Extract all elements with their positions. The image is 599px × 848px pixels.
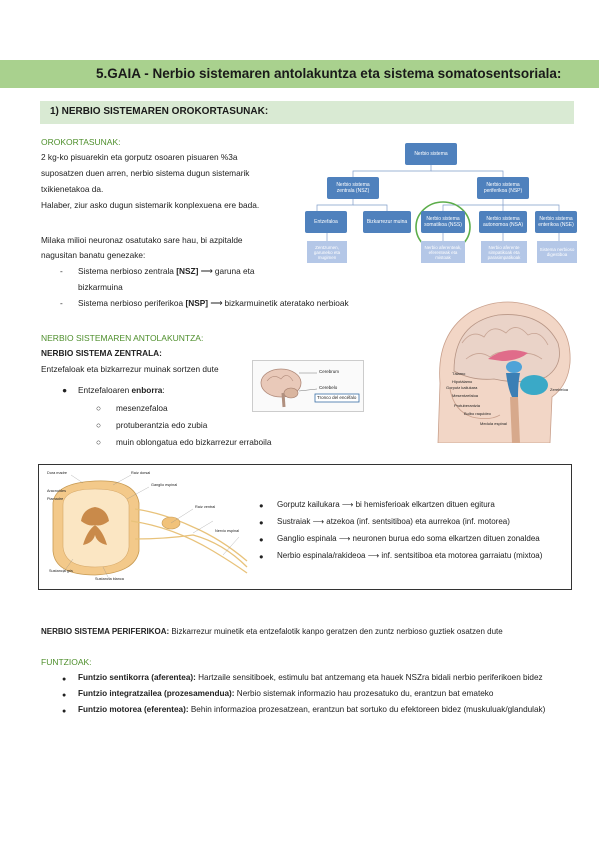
circle-bullet-2: ○ — [96, 420, 102, 430]
orokortasunak-heading: OROKORTASUNAK: — [41, 137, 121, 147]
subitem-mesenzefaloa: mesenzefaloa — [116, 403, 168, 413]
org-leaf-2: Nerbio aferenteak, eferenteak eta mistoa… — [421, 241, 465, 263]
title-bar: 5.GAIA - Nerbio sistemaren antolakuntza … — [0, 60, 599, 88]
subitem-muin: muin oblongatua edo bizkarrezur erraboil… — [116, 437, 272, 447]
org-leaf-1: Zentzumen, garuneko eta mugimen — [307, 241, 347, 263]
periferikoa-paragraph: NERBIO SISTEMA PERIFERIKOA: Bizkarrezur … — [41, 627, 503, 636]
para2-line-1: Milaka milioi neuronaz osatutako sare ha… — [41, 235, 243, 245]
spinal-label-r4: Nervio espinal — [215, 529, 240, 533]
spinal-label-l3: Piamadre — [47, 497, 64, 501]
spinal-label-l2: Aracnoides — [47, 489, 66, 493]
enborra-bullet: Entzefaloaren enborra: — [78, 385, 165, 395]
spinal-bullet-1: Gorputz kailukara ⟶ bi hemisferioak elka… — [277, 500, 495, 509]
nsz-subheading: NERBIO SISTEMA ZENTRALA: — [41, 348, 162, 358]
small-brain-label-1: Cerebrum — [319, 369, 340, 374]
org-node-nss: Nerbio sistema somatikoa (NSS) — [421, 211, 465, 233]
small-brain-image: Cerebrum Cerebelo Tronco del encéfalo — [252, 360, 364, 412]
section-title: 1) NERBIO SISTEMAREN OROKORTASUNAK: — [50, 106, 269, 117]
spinal-cord-image: Dura madre Aracnoides Piamadre Sustancia… — [43, 469, 253, 585]
org-node-bizkarrezur: Bizkarrezur muina — [363, 211, 411, 233]
spinal-label-r3: Raíz ventral — [195, 505, 216, 509]
brain-label-3: Hipotálamo — [452, 379, 473, 384]
funtzio-dot-2: ● — [62, 692, 67, 699]
spinal-dot-4: ● — [259, 552, 264, 561]
spinal-cord-box: Dura madre Aracnoides Piamadre Sustancia… — [38, 464, 572, 590]
orokortasunak-line-2: suposatzen duen arren, nerbio sistema du… — [41, 168, 250, 178]
brain-label-6: Bulbo raquideo — [464, 411, 491, 416]
brain-sagittal-image: Gorputz kailukara Tálamo Hipotálamo Mese… — [432, 293, 574, 443]
orokortasunak-line-4: Halaber, ziur asko dugun sistemarik konp… — [41, 200, 260, 210]
funtzio-motorea: Funtzio motorea (eferentea): Behin infor… — [78, 705, 546, 714]
brain-label-1: Gorputz kailukara — [446, 385, 478, 390]
circle-bullet-1: ○ — [96, 403, 102, 413]
funtzio-dot-3: ● — [62, 708, 67, 715]
funtzioak-heading: FUNTZIOAK: — [41, 657, 92, 667]
nsz-intro: Entzefaloak eta bizkarrezur muinak sortz… — [41, 364, 219, 374]
small-brain-label-3: Tronco del encéfalo — [317, 395, 357, 400]
spinal-label-l4: Sustancia gris — [49, 569, 73, 573]
small-brain-drawing — [260, 368, 360, 408]
org-node-entzefaloa: Entzefaloa — [305, 211, 347, 233]
spinal-label-l5: Sustancia blanca — [95, 577, 124, 581]
spinal-cord-drawing — [52, 474, 248, 580]
subitem-protuberantzia: protuberantzia edo zubia — [116, 420, 208, 430]
brain-label-8: Zerebeloa — [550, 387, 569, 392]
funtzio-dot-1: ● — [62, 676, 67, 683]
funtzio-integratzailea: Funtzio integratzailea (prozesamendua): … — [78, 689, 494, 698]
org-leaf-3: Nerbio aferente simpatikoak eta parasimp… — [481, 241, 527, 263]
funtzio-sentikorra: Funtzio sentikorra (aferentea): Hartzail… — [78, 673, 543, 682]
list-item-nsp: Sistema nerbioso periferikoa [NSP] ⟶ biz… — [78, 298, 349, 308]
para2-line-2: nagusitan banatu genezake: — [41, 250, 146, 260]
org-node-root: Nerbio sistema — [405, 143, 457, 165]
spinal-bullet-3: Ganglio espinala ⟶ neuronen burua edo so… — [277, 534, 540, 543]
list-item-nsz-cont: bizkarmuina — [78, 282, 123, 292]
brain-label-4: Mesentzefaloa — [452, 393, 479, 398]
org-node-nse: Nerbio sistema enterikoa (NSE) — [535, 211, 577, 233]
orokortasunak-line-1: 2 kg-ko pisuarekin eta gorputz osoaren p… — [41, 152, 238, 162]
brain-label-2: Tálamo — [452, 371, 466, 376]
section-header: 1) NERBIO SISTEMAREN OROKORTASUNAK: — [40, 101, 574, 124]
orokortasunak-line-3: txikienetakoa da. — [41, 184, 104, 194]
org-leaf-4: Sistema nerbioso digestiboa — [537, 241, 577, 263]
brain-label-5: Protuberantzia — [454, 403, 481, 408]
spinal-label-l1: Dura madre — [47, 471, 68, 475]
page-title: 5.GAIA - Nerbio sistemaren antolakuntza … — [96, 66, 562, 81]
list-item-nsz: Sistema nerbioso zentrala [NSZ] ⟶ garuna… — [78, 266, 255, 276]
spinal-bullet-2: Sustraiak ⟶ atzekoa (inf. sentsitiboa) e… — [277, 517, 510, 526]
list-dash-1: - — [60, 266, 63, 276]
spinal-bullet-4: Nerbio espinala/rakideoa ⟶ inf. sentsiti… — [277, 551, 543, 560]
bullet-dot: ● — [62, 385, 68, 395]
org-node-nsz: Nerbio sistema zentrala (NSZ) — [327, 177, 379, 199]
org-node-nsp: Nerbio sistema periferikoa (NSP) — [477, 177, 529, 199]
spinal-dot-3: ● — [259, 535, 264, 544]
org-node-nsa: Nerbio sistema autonomoa (NSA) — [479, 211, 527, 233]
brain-sagittal-drawing — [437, 301, 571, 443]
brain-label-7: Medula espinal — [480, 421, 507, 426]
small-brain-label-2: Cerebelo — [319, 385, 338, 390]
circle-bullet-3: ○ — [96, 437, 102, 447]
spinal-label-r1: Raíz dorsal — [131, 471, 151, 475]
antolakuntza-heading: NERBIO SISTEMAREN ANTOLAKUNTZA: — [41, 333, 204, 343]
org-chart: Nerbio sistema Nerbio sistema zentrala (… — [305, 137, 577, 272]
spinal-label-r2: Ganglio espinal — [151, 483, 178, 487]
spinal-dot-2: ● — [259, 518, 264, 527]
list-dash-2: - — [60, 298, 63, 308]
spinal-dot-1: ● — [259, 501, 264, 510]
